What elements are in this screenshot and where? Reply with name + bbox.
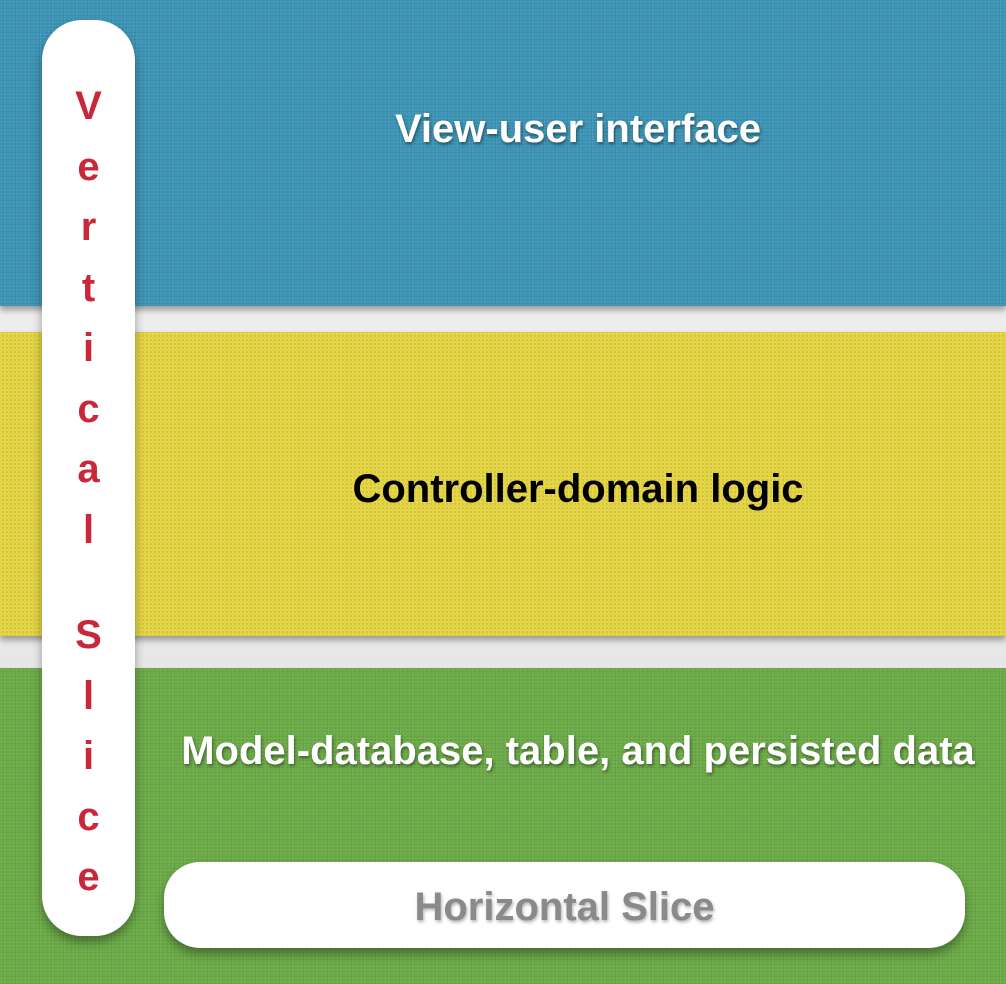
view-layer-label: View-user interface: [394, 107, 762, 151]
controller-layer-label: Controller-domain logic: [352, 467, 804, 511]
model-layer: Model-database, table, and persisted dat…: [0, 668, 1006, 984]
vertical-slice-letter: e: [77, 144, 100, 189]
model-layer-label: Model-database, table, and persisted dat…: [181, 729, 975, 773]
controller-layer: Controller-domain logic: [0, 332, 1006, 636]
vertical-slice-letter: V: [75, 84, 102, 128]
vertical-slice-letter: t: [81, 265, 96, 310]
horizontal-slice-label: Horizontal Slice: [414, 885, 715, 929]
vertical-slice-letter: a: [77, 447, 100, 491]
vertical-slice-letter: l: [82, 507, 95, 552]
vertical-slice-letter: c: [77, 386, 100, 431]
vertical-slice-letter: r: [80, 205, 97, 249]
vertical-slice-letter: S: [75, 613, 102, 657]
vertical-slice-letter: i: [82, 734, 95, 778]
vertical-slice-letter: i: [82, 326, 95, 370]
vertical-slice-letter: l: [82, 673, 95, 718]
view-layer: View-user interface: [0, 0, 1006, 306]
vertical-slice-letter: e: [77, 855, 100, 899]
horizontal-slice: Horizontal Slice: [164, 862, 965, 948]
vertical-slice-letter: c: [77, 794, 100, 839]
